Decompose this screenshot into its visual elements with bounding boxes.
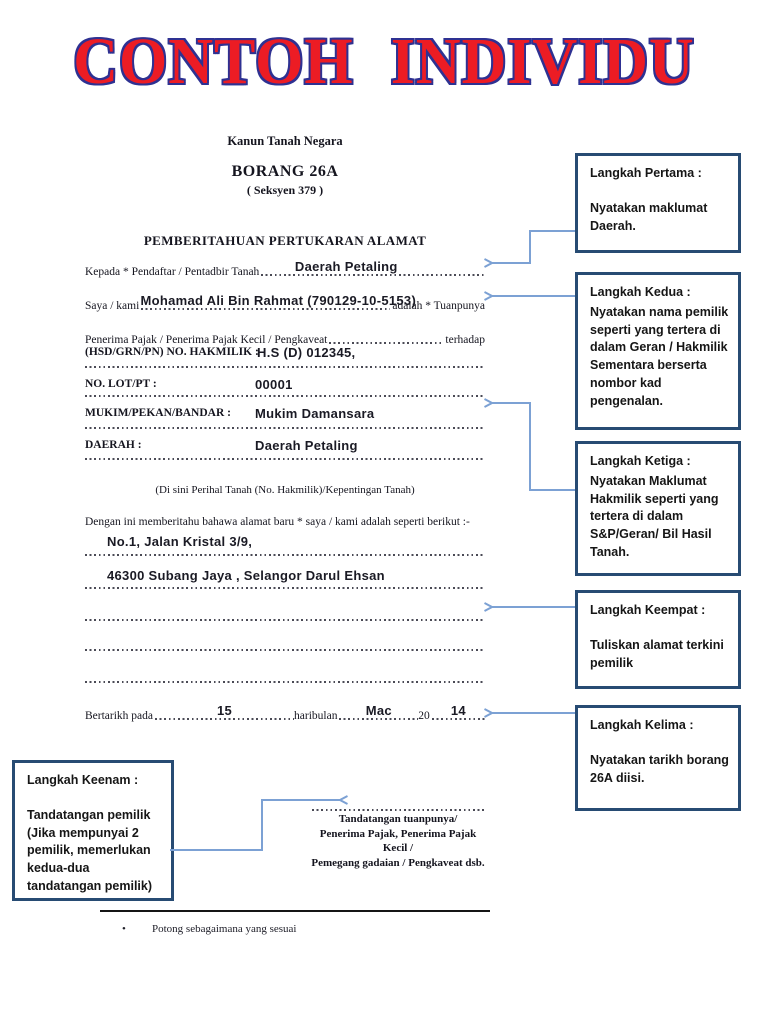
haribulan-label: haribulan (294, 710, 338, 722)
tarikh-label: Bertarikh pada (85, 710, 154, 722)
callout-langkah-keenam: Langkah Keenam : Tandatangan pemilik (Ji… (12, 760, 174, 901)
borang-26a-form: Kanun Tanah Negara BORANG 26A ( Seksyen … (85, 132, 486, 772)
dotted-line (85, 427, 485, 431)
dotted-leader: 15 (155, 703, 295, 722)
field-saya-label: Saya / kami (85, 300, 140, 312)
alamat-line2-value: 46300 Subang Jaya , Selangor Darul Ehsan (107, 568, 385, 583)
form-title: PEMBERITAHUAN PERTUKARAN ALAMAT (143, 233, 427, 248)
form-section: ( Seksyen 379 ) (246, 183, 324, 197)
callout-body: Nyatakan maklumat Daerah. (590, 200, 708, 233)
footnote-text: Potong sebagaimana yang sesuai (152, 923, 297, 935)
field-saya-value: Mohamad Ali Bin Rahmat (790129-10-5153) (140, 293, 417, 308)
callout-title: Langkah Kedua : (590, 285, 691, 299)
field-kepada: Kepada * Pendaftar / Pentadbir Tanah Dae… (85, 256, 485, 278)
field-mukim-value: Mukim Damansara (255, 406, 375, 421)
dotted-leader: Daerah Petaling (261, 259, 485, 278)
dotted-leader: Mac (339, 703, 418, 722)
dotted-line (85, 458, 485, 462)
dotted-leader: Mohamad Ali Bin Rahmat (790129-10-5153) (140, 293, 416, 312)
field-penerima: Penerima Pajak / Penerima Pajak Kecil / … (85, 330, 485, 346)
callout-body: Nyatakan tarikh borang 26A diisi. (590, 752, 729, 785)
field-daerah-label: DAERAH : (85, 439, 142, 451)
footer-divider (100, 910, 490, 912)
dotted-line (85, 681, 485, 685)
callout-title: Langkah Keempat : (590, 603, 706, 617)
alamat-line1-value: No.1, Jalan Kristal 3/9, (107, 534, 253, 549)
tarikh-month-value: Mac (365, 703, 392, 718)
field-hakmilik-label: (HSD/GRN/PN) NO. HAKMILIK : (85, 346, 259, 358)
field-kepada-value: Daerah Petaling (294, 259, 398, 274)
footnote: • Potong sebagaimana yang sesuai (122, 923, 297, 935)
signature-dotted-line (312, 804, 484, 812)
callout-langkah-ketiga: Langkah Ketiga : Nyatakan Maklumat Hakmi… (575, 441, 741, 576)
signature-caption-line: Pemegang gadaian / Pengkaveat dsb. (311, 856, 485, 869)
callout-langkah-kelima: Langkah Kelima : Nyatakan tarikh borang … (575, 705, 741, 811)
field-daerah: DAERAH : Daerah Petaling (85, 438, 485, 457)
callout-body: Nyatakan Maklumat Hakmilik seperti yang … (590, 473, 719, 559)
dotted-line (85, 395, 485, 399)
field-hakmilik-value: H.S (D) 012345, (257, 345, 356, 360)
law-title: Kanun Tanah Negara (227, 134, 343, 148)
callout-body: Tandatangan pemilik (Jika mempunyai 2 pe… (27, 807, 153, 893)
field-penerima-label: Penerima Pajak / Penerima Pajak Kecil / … (85, 334, 328, 346)
perihal-note: (Di sini Perihal Tanah (No. Hakmilik)/Ke… (155, 484, 415, 496)
field-penerima-suffix: terhadap (445, 334, 485, 346)
field-hakmilik: (HSD/GRN/PN) NO. HAKMILIK : H.S (D) 0123… (85, 345, 485, 364)
page-title: CONTOH INDIVIDU (73, 25, 695, 98)
arrow-langkah-ketiga (492, 403, 575, 491)
field-lot: NO. LOT/PT : 00001 (85, 377, 485, 396)
callout-body: Nyatakan nama pemilik seperti yang terte… (590, 304, 729, 408)
callout-title: Langkah Keenam : (27, 773, 139, 787)
form-number: BORANG 26A (231, 163, 339, 180)
field-kepada-label: Kepada * Pendaftar / Pentadbir Tanah (85, 266, 260, 278)
field-saya-suffix: adalah * Tuanpunya (392, 300, 485, 312)
field-daerah-value: Daerah Petaling (255, 438, 358, 453)
alamat-intro: Dengan ini memberitahu bahawa alamat bar… (85, 516, 470, 528)
field-lot-value: 00001 (255, 377, 293, 392)
tarikh-year-value: 14 (450, 703, 466, 718)
signature-caption-line: Penerima Pajak, Penerima Pajak Kecil / (319, 827, 477, 855)
callout-langkah-keempat: Langkah Keempat : Tuliskan alamat terkin… (575, 590, 741, 689)
arrow-langkah-pertama (492, 230, 575, 263)
dotted-line (85, 619, 485, 623)
callout-title: Langkah Kelima : (590, 718, 694, 732)
dotted-leader: 14 (431, 703, 486, 722)
field-saya-kami: Saya / kami Mohamad Ali Bin Rahmat (7901… (85, 286, 485, 312)
callout-title: Langkah Pertama : (590, 166, 702, 180)
callout-body: Tuliskan alamat terkini pemilik (590, 637, 724, 670)
dotted-line (85, 366, 485, 370)
callout-title: Langkah Ketiga : (590, 454, 691, 468)
dotted-line (85, 587, 485, 591)
dotted-leader (329, 331, 444, 346)
field-tarikh: Bertarikh pada 15 haribulan Mac 20 14 (85, 700, 486, 722)
tarikh-day-value: 15 (216, 703, 233, 718)
dotted-line (85, 649, 485, 653)
bullet-icon: • (122, 923, 126, 935)
dotted-line (85, 554, 485, 558)
signature-caption-line: Tandatangan tuanpunya/ (338, 813, 458, 825)
field-mukim: MUKIM/PEKAN/BANDAR : Mukim Damansara (85, 406, 485, 425)
field-lot-label: NO. LOT/PT : (85, 378, 157, 390)
field-mukim-label: MUKIM/PEKAN/BANDAR : (85, 407, 231, 419)
year-prefix: 20 (418, 710, 430, 722)
callout-langkah-pertama: Langkah Pertama : Nyatakan maklumat Daer… (575, 153, 741, 253)
callout-langkah-kedua: Langkah Kedua : Nyatakan nama pemilik se… (575, 272, 741, 430)
signature-block: Tandatangan tuanpunya/ Penerima Pajak, P… (310, 804, 486, 870)
